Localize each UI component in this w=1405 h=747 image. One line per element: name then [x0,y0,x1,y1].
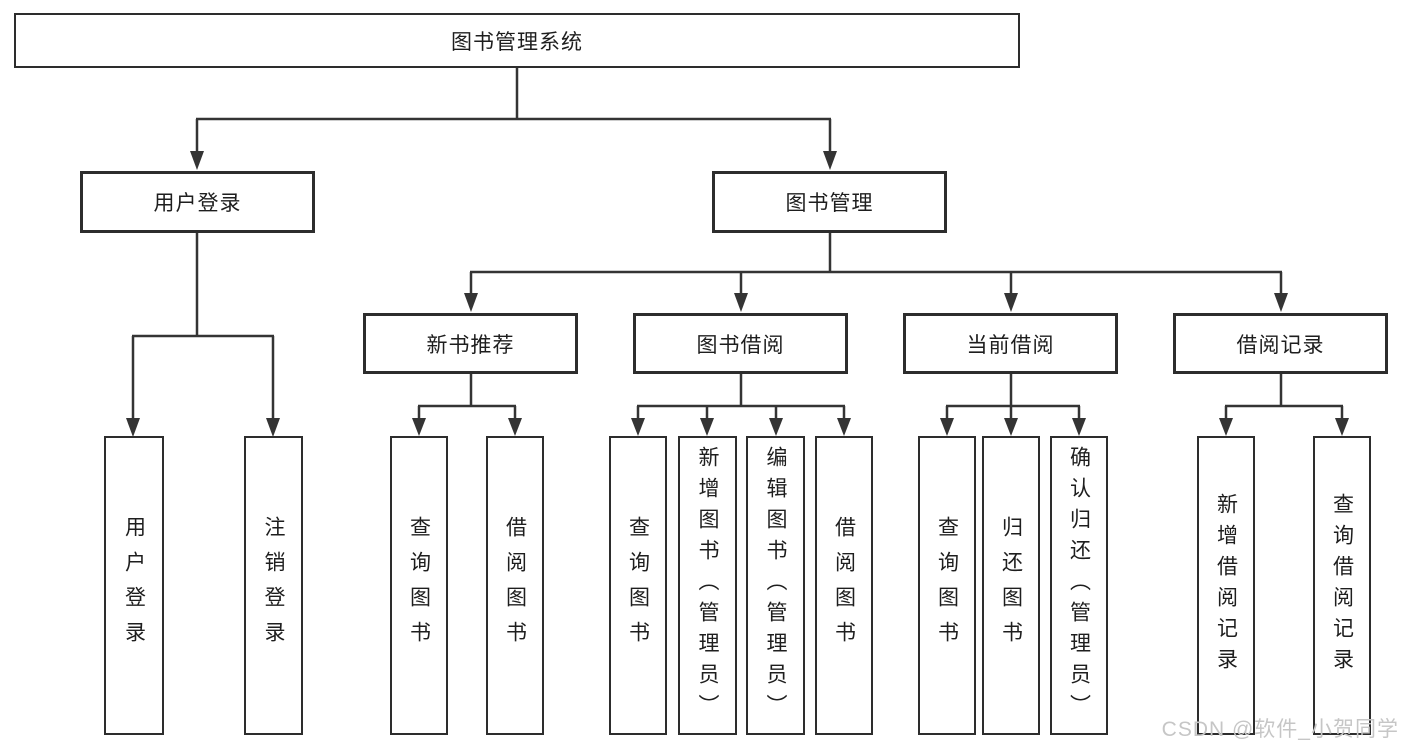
leaf-current-confirm-return: 确认归还（管理员） [1050,436,1108,735]
leaf-borrow-edit-book: 编辑图书（管理员） [746,436,805,735]
leaf-user-login: 用户登录 [104,436,164,735]
node-label: 查询图书 [626,515,650,656]
node-label: 查询图书 [935,515,959,656]
node-label: 新增图书（管理员） [696,446,719,725]
node-root: 图书管理系统 [14,13,1020,68]
node-label: 新书推荐 [426,333,515,357]
node-label: 当前借阅 [966,333,1055,357]
connector-current-borrow-to-leaves [940,374,1086,436]
node-label: 注销登录 [262,515,285,656]
connector-borrow-record-to-leaves [1219,374,1349,436]
connector-new-book-rec-to-leaves [412,374,522,436]
node-label: 查询借阅记录 [1330,492,1354,679]
node-label: 确认归还（管理员） [1067,446,1091,725]
leaf-borrow-add-book: 新增图书（管理员） [678,436,737,735]
node-label: 用户登录 [153,192,242,215]
node-label: 查询图书 [407,515,431,656]
connector-user-login-to-leaves [126,233,280,437]
connector-book-borrow-to-leaves [631,374,851,436]
node-label: 借阅记录 [1236,333,1325,357]
leaf-borrow-borrow-book: 借阅图书 [815,436,873,735]
node-label: 借阅图书 [832,515,856,656]
node-label: 图书管理系统 [451,30,583,54]
leaf-current-return-book: 归还图书 [982,436,1040,735]
leaf-current-query-book: 查询图书 [918,436,976,735]
node-current-borrow: 当前借阅 [903,313,1118,374]
node-label: 图书管理 [785,192,874,215]
node-label: 编辑图书（管理员） [764,446,787,725]
node-label: 借阅图书 [503,515,527,656]
node-borrow-record: 借阅记录 [1173,313,1388,374]
leaf-newrec-borrow-book: 借阅图书 [486,436,544,735]
leaf-borrow-query-book: 查询图书 [609,436,667,735]
node-label: 新增借阅记录 [1214,492,1238,679]
leaf-newrec-query-book: 查询图书 [390,436,448,735]
node-label: 图书借阅 [696,333,785,357]
watermark: CSDN @软件_小贺同学 [1161,718,1399,741]
connector-book-mgmt-to-level3 [464,233,1288,312]
leaf-record-add-record: 新增借阅记录 [1197,436,1255,735]
leaf-record-query-record: 查询借阅记录 [1313,436,1371,735]
node-label: 用户登录 [122,515,146,656]
connector-root-to-level2 [190,68,837,170]
node-user-login: 用户登录 [80,171,315,233]
leaf-logout: 注销登录 [244,436,303,735]
node-new-book-rec: 新书推荐 [363,313,578,374]
node-label: 归还图书 [999,515,1023,656]
node-book-borrow: 图书借阅 [633,313,848,374]
node-book-mgmt: 图书管理 [712,171,947,233]
